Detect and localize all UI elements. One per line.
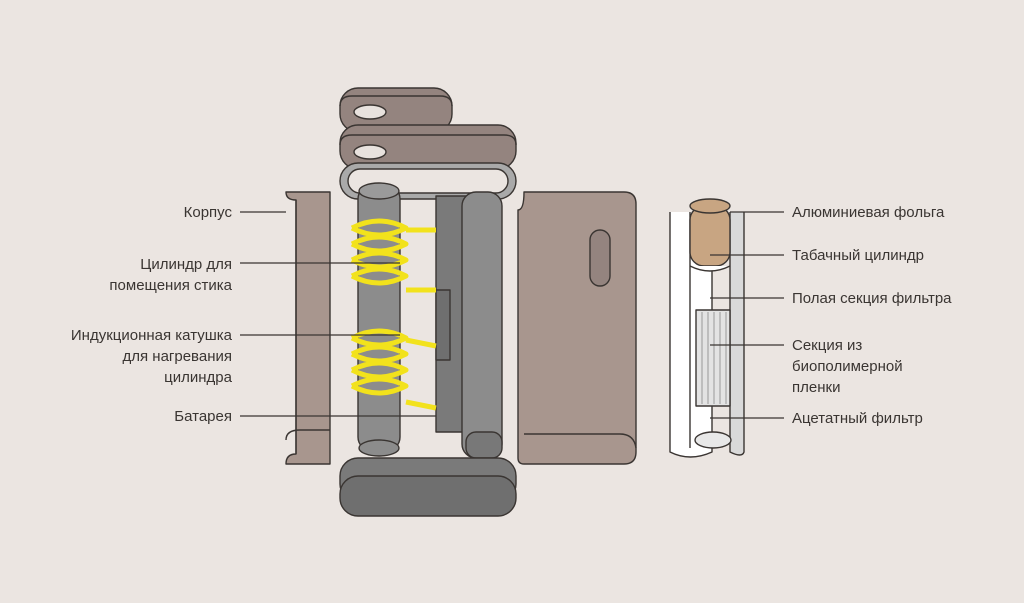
top-cap-upper xyxy=(339,87,453,133)
label-coil: Индукционная катушка для нагревания цили… xyxy=(70,327,232,386)
label-foil: Алюминиевая фольга xyxy=(792,204,945,221)
label-hollow: Полая секция фильтра xyxy=(792,290,952,307)
bottom-cap xyxy=(339,457,517,517)
label-biopolymer: Секция из биополимерной пленки xyxy=(792,337,903,396)
label-tobacco: Табачный цилиндр xyxy=(792,247,924,264)
top-cap-lower xyxy=(339,124,517,170)
label-acetate: Ацетатный фильтр xyxy=(792,410,923,427)
left-shell xyxy=(285,191,331,465)
label-cylinder: Цилиндр для помещения стика xyxy=(109,256,232,294)
label-korpus: Корпус xyxy=(183,204,232,221)
heat-stick xyxy=(669,198,745,458)
label-battery: Батарея xyxy=(174,408,232,425)
battery-block xyxy=(435,191,503,459)
induction-coil xyxy=(350,218,437,411)
right-shell xyxy=(517,191,637,465)
